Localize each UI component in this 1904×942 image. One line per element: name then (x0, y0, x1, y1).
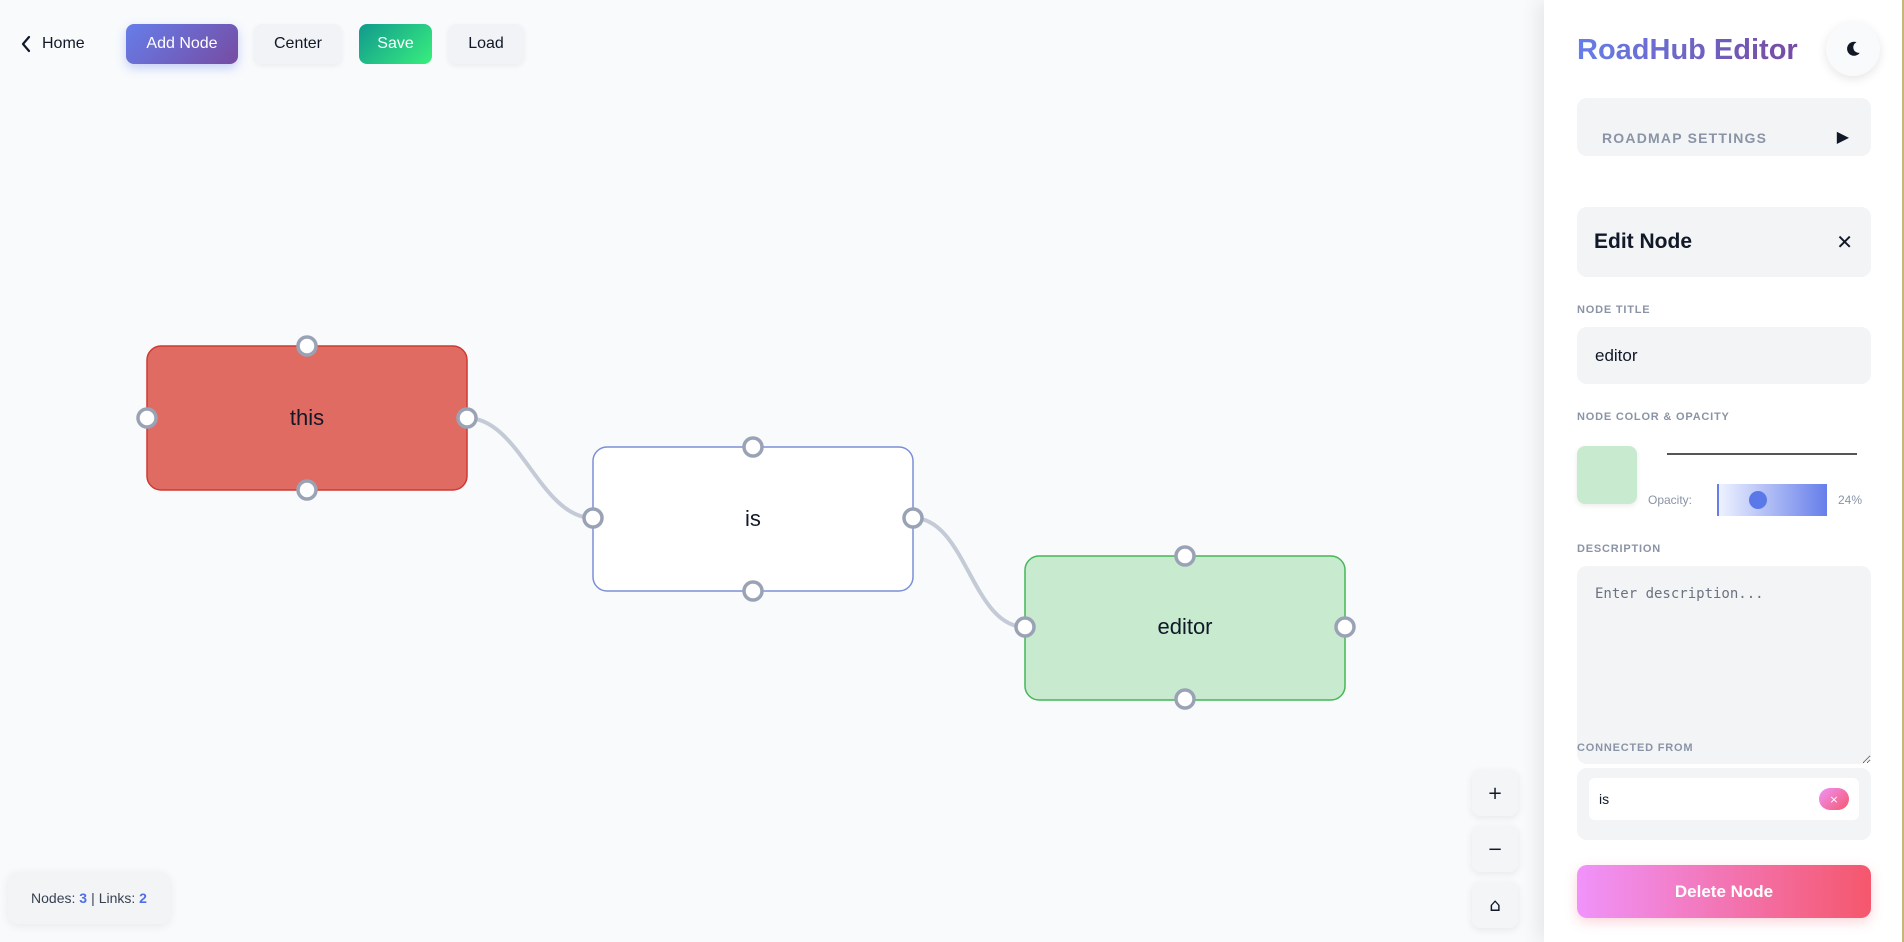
stats-separator: | (91, 890, 95, 906)
toolbar: Home Add Node Center Save Load (0, 24, 560, 64)
nodes-label: Nodes: (31, 890, 76, 906)
connection-handle[interactable] (1174, 688, 1196, 710)
settings-label: ROADMAP SETTINGS (1602, 130, 1768, 146)
node-graph: this is editor (136, 335, 1356, 710)
node-this[interactable]: this (146, 345, 468, 491)
connection-handle[interactable] (1334, 616, 1356, 638)
node-color-label: NODE COLOR & OPACITY (1577, 411, 1730, 423)
connection-handle[interactable] (296, 335, 318, 357)
zoom-reset-button[interactable]: ⌂ (1472, 882, 1518, 928)
connection-handle[interactable] (742, 436, 764, 458)
node-title: this (290, 405, 324, 430)
connection-handle[interactable] (296, 479, 318, 501)
minus-icon: − (1487, 838, 1503, 860)
roadmap-canvas[interactable]: Home Add Node Center Save Load this is e… (0, 0, 1544, 942)
connector-link[interactable] (466, 416, 594, 520)
connection-handle[interactable] (902, 507, 924, 529)
zoom-in-button[interactable]: + (1472, 770, 1518, 816)
connection-handle[interactable] (1174, 545, 1196, 567)
connected-item: is × (1589, 778, 1859, 820)
close-icon[interactable]: ✕ (1836, 230, 1853, 254)
roadmap-settings-toggle[interactable]: ROADMAP SETTINGS ▶ (1577, 98, 1871, 156)
expand-arrow-icon: ▶ (1836, 127, 1849, 146)
color-swatch[interactable] (1577, 446, 1637, 504)
opacity-value: 24% (1838, 493, 1863, 507)
edit-node-title: Edit Node (1594, 230, 1692, 253)
delete-node-button[interactable]: Delete Node (1577, 865, 1871, 918)
graph-stats: Nodes: 3|Links: 2 (8, 872, 170, 924)
connector-link[interactable] (912, 516, 1026, 629)
plus-icon: + (1487, 782, 1503, 804)
links-label: Links: (98, 890, 136, 906)
connected-item-name: is (1599, 791, 1610, 807)
node-editor[interactable]: editor (1024, 555, 1346, 701)
node-title-input[interactable] (1577, 327, 1871, 384)
connection-handle[interactable] (582, 507, 604, 529)
connection-handle[interactable] (742, 580, 764, 602)
connection-handle[interactable] (456, 407, 478, 429)
opacity-slider-knob[interactable] (1749, 491, 1767, 509)
node-is[interactable]: is (592, 446, 914, 592)
moon-icon (1847, 41, 1860, 56)
edit-node-header: Edit Node ✕ (1577, 207, 1871, 277)
description-label: DESCRIPTION (1577, 543, 1661, 555)
node-title: is (745, 506, 761, 531)
home-icon: ⌂ (1489, 894, 1501, 916)
links-count: 2 (139, 890, 147, 906)
remove-connection-button[interactable]: × (1819, 788, 1849, 810)
opacity-slider[interactable] (1717, 484, 1827, 516)
connected-from-list: is × (1577, 768, 1871, 840)
zoom-out-button[interactable]: − (1472, 826, 1518, 872)
opacity-label: Opacity: (1648, 493, 1693, 507)
save-button[interactable]: Save (359, 24, 432, 64)
nodes-count: 3 (79, 890, 88, 906)
node-title-label: NODE TITLE (1577, 304, 1651, 316)
panel-title: RoadHub Editor (1577, 34, 1798, 66)
add-node-button[interactable]: Add Node (126, 24, 238, 64)
connection-handle[interactable] (136, 407, 158, 429)
connected-from-label: CONNECTED FROM (1577, 742, 1694, 754)
editor-panel: RoadHub Editor ROADMAP SETTINGS ▶ Edit N… (1544, 0, 1904, 942)
color-picker-line (1667, 453, 1857, 455)
chevron-left-icon (21, 35, 31, 53)
home-label: Home (42, 35, 85, 52)
description-textarea[interactable] (1577, 566, 1871, 764)
home-button[interactable]: Home (12, 24, 102, 64)
load-button[interactable]: Load (448, 24, 524, 64)
node-title: editor (1157, 614, 1212, 639)
connection-handle[interactable] (1014, 616, 1036, 638)
center-button[interactable]: Center (254, 24, 342, 64)
theme-toggle-button[interactable] (1826, 22, 1880, 76)
